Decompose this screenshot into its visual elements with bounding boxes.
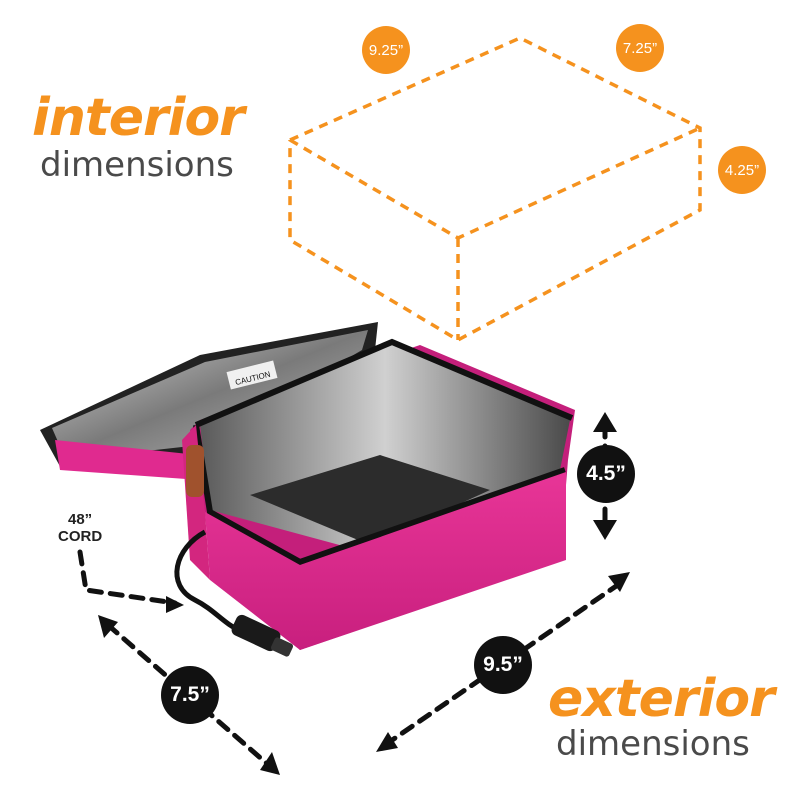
exterior-width-badge: 7.5”: [161, 666, 219, 724]
cord-text: CORD: [58, 527, 103, 545]
bag-interior-floor: [250, 455, 490, 545]
width-arrow-head-top: [98, 615, 118, 638]
exterior-height-badge: 4.5”: [577, 445, 635, 503]
exterior-subheading: dimensions: [556, 724, 750, 764]
car-plug: [231, 614, 294, 657]
cord-leader-line: [77, 549, 178, 606]
bag-front-panel: [205, 472, 566, 650]
power-cord: [174, 529, 241, 633]
interior-height-badge: 4.25”: [718, 146, 766, 194]
length-arrow-head-right: [608, 572, 630, 592]
width-arrow-head-bottom: [260, 752, 280, 775]
height-arrow-head-top: [593, 412, 617, 432]
bag-lid: CAUTION: [40, 322, 378, 480]
cord-length-text: 48”: [67, 511, 93, 528]
caution-tag: [226, 360, 278, 390]
interior-subheading: dimensions: [40, 145, 234, 185]
interior-length-badge: 9.25”: [362, 26, 410, 74]
length-arrow-head-left: [376, 732, 398, 752]
cord-leader-arrow-head: [166, 596, 184, 613]
exterior-heading: exterior: [548, 669, 775, 729]
exterior-length-badge: 9.5”: [474, 636, 532, 694]
interior-box-outer-edge: [288, 36, 702, 343]
height-arrow-head-bottom: [593, 520, 617, 540]
interior-width-badge: 7.25”: [616, 24, 664, 72]
zipper-pull: [186, 445, 204, 497]
cord-label: 48” CORD: [58, 511, 103, 545]
interior-heading: interior: [32, 88, 245, 148]
